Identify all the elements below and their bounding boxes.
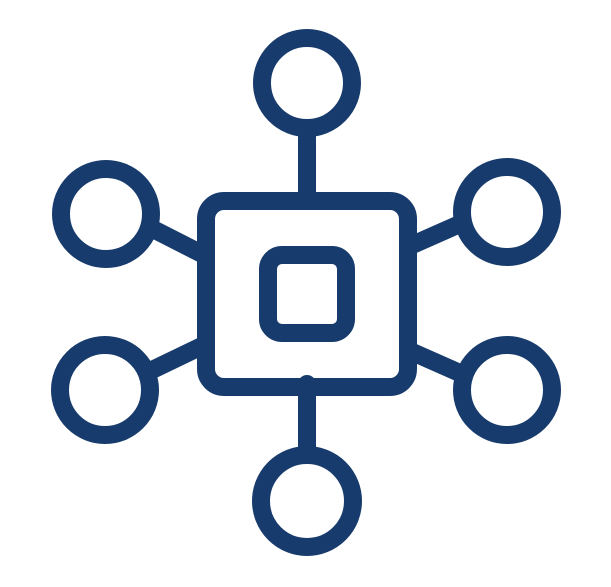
connector-lower-left <box>141 336 213 380</box>
hub-inner-square <box>259 246 355 342</box>
hub-outer-square <box>197 192 417 396</box>
node-upper-right <box>453 158 561 266</box>
node-lower-left <box>51 336 159 444</box>
node-upper-left <box>52 160 160 268</box>
connector-lower-right <box>401 342 471 383</box>
node-lower-right <box>453 336 561 444</box>
connector-upper-left <box>142 219 215 265</box>
connector-upper-right <box>401 214 471 255</box>
node-bottom <box>252 446 362 556</box>
node-top <box>253 29 361 137</box>
